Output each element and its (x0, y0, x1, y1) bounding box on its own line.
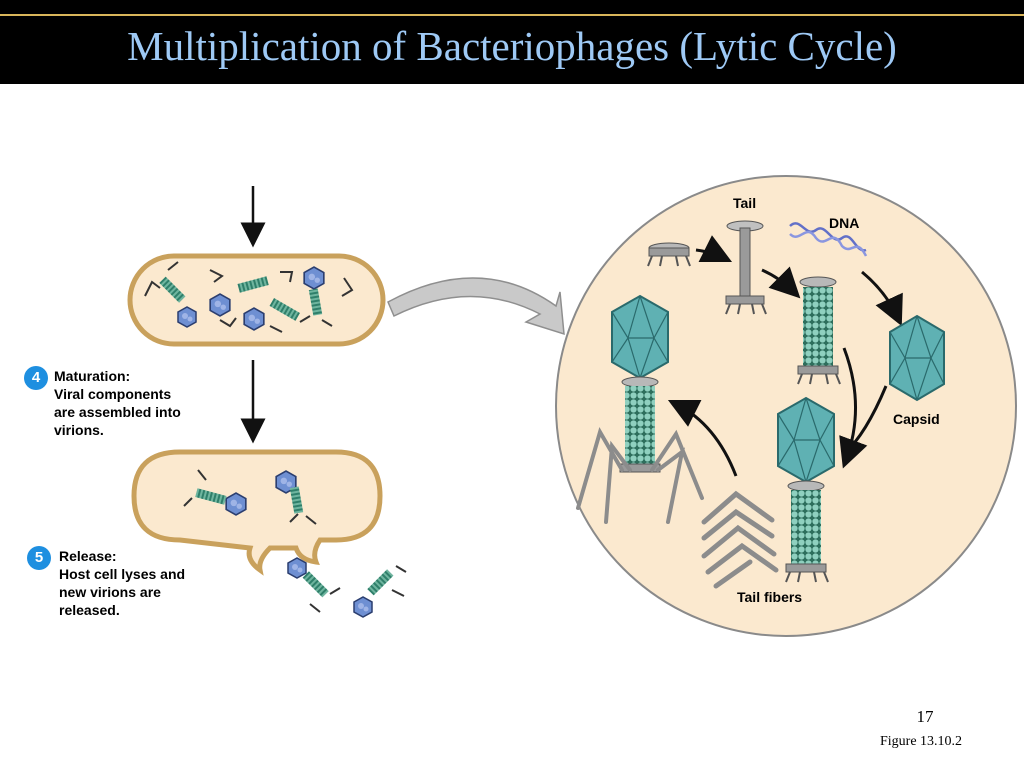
title-accent-line (0, 14, 1024, 16)
assembly-arrow (861, 270, 903, 327)
step-5-line: new virions are (59, 584, 161, 600)
title-bar: Multiplication of Bacteriophages (Lytic … (0, 0, 1024, 84)
sheathed-tail (797, 276, 841, 385)
step-5-text: Release: Host cell lyses and new virions… (59, 547, 185, 619)
phage-icon (144, 261, 197, 328)
step-5-line: released. (59, 602, 120, 618)
capsid-label: Capsid (893, 411, 940, 427)
assembly-arrow (667, 399, 738, 477)
dna-label: DNA (829, 215, 860, 231)
phage-tail (237, 276, 269, 293)
step-4-line: virions. (54, 422, 104, 438)
step-4-text: Maturation: Viral components are assembl… (54, 367, 181, 439)
zoom-circle (555, 175, 1017, 637)
step-4-line: Viral components (54, 386, 172, 402)
assembly-arrow (842, 385, 888, 456)
step-4-badge: 4 (24, 366, 48, 390)
phage-icon (299, 266, 333, 327)
tail-label: Tail (733, 195, 757, 211)
assembly-arrow (695, 235, 733, 263)
tail-fiber-icon (209, 269, 354, 333)
step-5-badge: 5 (27, 546, 51, 570)
step-5-heading: Release: (59, 548, 117, 564)
step-4-heading: Maturation: (54, 368, 131, 384)
capsid-icon (889, 314, 945, 402)
assembled-phage-no-fibers (777, 396, 835, 583)
tail-fiber-icon (701, 490, 779, 589)
tail-part (725, 220, 767, 315)
host-cell-maturation (127, 253, 386, 347)
host-cell-release (131, 449, 407, 618)
phage-icon (287, 557, 341, 613)
assembly-arrow (761, 266, 801, 299)
step-5-line: Host cell lyses and (59, 566, 186, 582)
phage-icon (353, 565, 407, 618)
baseplate-part (647, 242, 691, 267)
dna-helix-icon (789, 222, 868, 257)
phage-icon (183, 469, 247, 516)
phage-tail (269, 298, 300, 321)
phage-icon (275, 470, 317, 525)
slide-number: 17 (916, 707, 934, 726)
capsid-icon (209, 293, 231, 317)
figure-reference: Figure 13.10.2 (880, 734, 963, 749)
tail-fibers-label: Tail fibers (737, 589, 803, 605)
arrow-icon (387, 277, 565, 336)
step-4-line: are assembled into (54, 404, 181, 420)
page-title: Multiplication of Bacteriophages (Lytic … (127, 23, 897, 69)
complete-phage (576, 294, 704, 524)
lytic-cycle-diagram (127, 175, 1017, 637)
capsid-icon (243, 307, 265, 331)
